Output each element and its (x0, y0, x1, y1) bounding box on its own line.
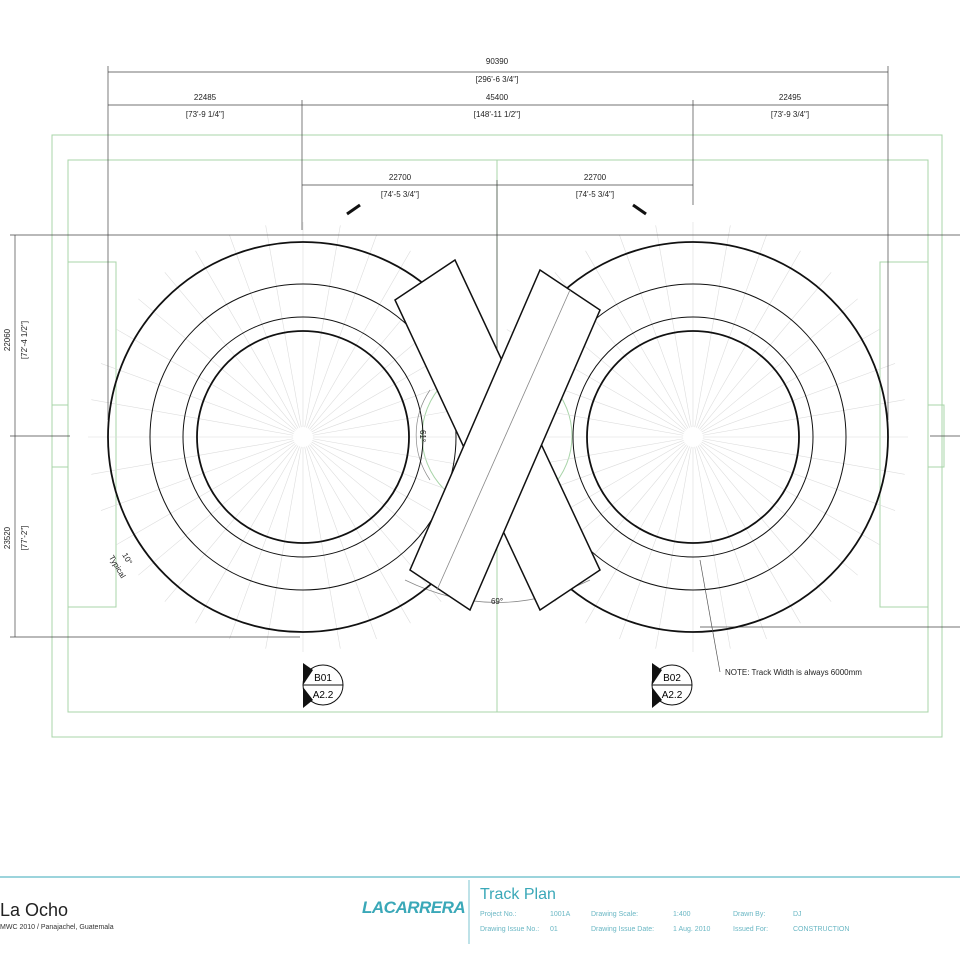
radial-guide-line (694, 446, 731, 649)
radial-guide-line (619, 446, 690, 640)
field-value: 1 Aug. 2010 (673, 926, 711, 933)
radial-guide-line (700, 443, 858, 576)
section-marker-b01[interactable]: B01 A2.2 (302, 663, 344, 708)
dim-half-right-imperial: [74'-5 3/4"] (576, 190, 614, 199)
marker-id: B02 (663, 673, 681, 684)
radial-guide-line (164, 444, 297, 602)
radial-guide-line (138, 443, 296, 576)
figure-eight-track (107, 241, 889, 633)
radial-guide-line (116, 441, 295, 545)
radial-guide-line (306, 446, 377, 640)
radial-guide-line (702, 399, 905, 436)
project-subtitle: MWC 2010 / Panajachel, Guatemala (0, 924, 114, 931)
radial-guide-line (265, 225, 302, 428)
marker-id: B01 (314, 673, 332, 684)
dim-lower-vertical-imperial: [77'-2"] (20, 526, 29, 551)
dim-overall-imperial: [296'-6 3/4"] (476, 75, 519, 84)
radial-guide-line (701, 329, 880, 433)
field-label: Drawing Scale: (591, 911, 639, 918)
radial-guide-line (304, 225, 341, 428)
track-width-note: NOTE: Track Width is always 6000mm (725, 668, 862, 677)
radial-guide-line (696, 234, 767, 428)
radial-guide-line (702, 440, 896, 511)
radial-guide-line (304, 446, 341, 649)
radial-guide-line (100, 363, 294, 434)
radial-guide-line (699, 444, 832, 602)
marker-sheet: A2.2 (662, 690, 683, 701)
field-value: CONSTRUCTION (793, 926, 850, 933)
dim-upper-vertical-imperial: [72'-4 1/2"] (20, 321, 29, 359)
dim-half-left-imperial: [74'-5 3/4"] (381, 190, 419, 199)
radial-guide-line (306, 234, 377, 428)
radial-guide-line (585, 250, 689, 429)
field-label: Drawing Issue Date: (591, 926, 655, 933)
dim-right-mm: 22495 (779, 93, 802, 102)
field-value: 1001A (550, 911, 571, 918)
radial-guide-line (585, 445, 689, 624)
dim-overall-mm: 90390 (486, 57, 509, 66)
radial-guide-line (619, 234, 690, 428)
radial-guide-line (229, 234, 300, 428)
dim-right-imperial: [73'-9 3/4"] (771, 110, 809, 119)
field-label: Drawing Issue No.: (480, 926, 540, 933)
radial-guide-line (697, 445, 801, 624)
radial-guide-line (164, 272, 297, 430)
radial-guide-line (229, 446, 300, 640)
radial-guide-line (696, 446, 767, 640)
radial-guide-line (702, 438, 905, 475)
radial-guide-line (701, 441, 880, 545)
radial-guide-line (91, 438, 294, 475)
marker-sheet: A2.2 (313, 690, 334, 701)
dim-lower-vertical-mm: 23520 (3, 526, 12, 549)
radial-guide-line (100, 440, 294, 511)
radial-guide-line (307, 445, 411, 624)
dim-half-left-mm: 22700 (389, 173, 412, 182)
angle-bottom: 69° (491, 597, 503, 606)
radial-guide-line (700, 298, 858, 431)
field-value: DJ (793, 911, 802, 918)
dim-left-imperial: [73'-9 1/4"] (186, 110, 224, 119)
angle-typical: 10° (120, 551, 134, 566)
radial-guide-line (307, 250, 411, 429)
angle-top: 61° (418, 430, 427, 442)
project-name: La Ocho (0, 900, 69, 920)
la-carrera-logo: LACARRERA (362, 898, 466, 917)
radial-guide-line (655, 225, 692, 428)
radial-guide-line (195, 445, 299, 624)
radial-guide-line (138, 298, 296, 431)
radial-guide-line (265, 446, 302, 649)
field-label: Drawn By: (733, 911, 766, 918)
radial-guide-line (702, 363, 896, 434)
crossing-bands (394, 258, 601, 612)
section-cut-marks (346, 203, 647, 216)
section-marker-b02[interactable]: B02 A2.2 (651, 663, 693, 708)
dim-half-right-mm: 22700 (584, 173, 607, 182)
field-label: Project No.: (480, 911, 517, 918)
dim-upper-vertical-mm: 22060 (3, 328, 12, 351)
radial-guide-line (697, 250, 801, 429)
drawing-title: Track Plan (480, 886, 556, 903)
radial-guide-line (694, 225, 731, 428)
radial-guide-line (655, 446, 692, 649)
radial-guide-line (195, 250, 299, 429)
field-value: 1:400 (673, 911, 691, 918)
field-value: 01 (550, 926, 558, 933)
radial-guide-line (699, 272, 832, 430)
dim-center-mm: 45400 (486, 93, 509, 102)
dim-left-mm: 22485 (194, 93, 217, 102)
radial-guide-line (116, 329, 295, 433)
field-label: Issued For: (733, 926, 769, 933)
dim-center-imperial: [148'-11 1/2"] (474, 110, 520, 119)
dimension-lines (10, 66, 960, 638)
radial-guide-line (91, 399, 294, 436)
